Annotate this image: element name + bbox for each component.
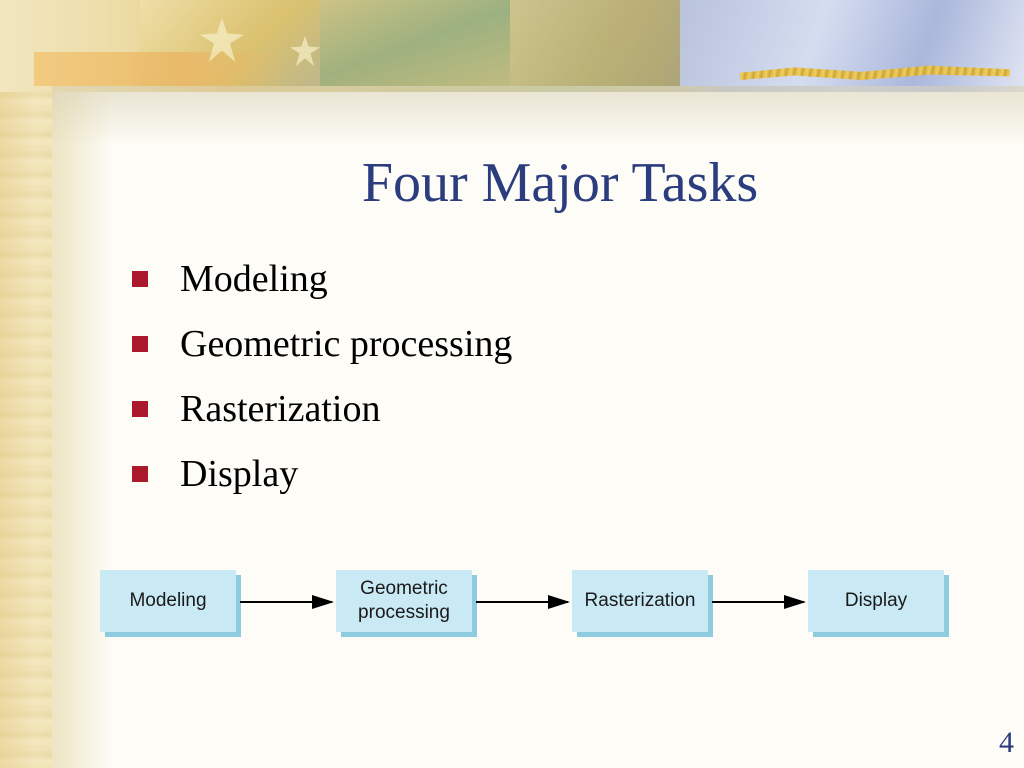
- banner-panel-foliage-2: [510, 0, 680, 86]
- pipeline-box-modeling: Modeling: [100, 570, 236, 632]
- bullet-text: Display: [180, 452, 299, 495]
- square-bullet-icon: [132, 400, 148, 417]
- banner-shadow-fade: [52, 86, 1024, 146]
- pipeline-box-rasterization: Rasterization: [572, 570, 708, 632]
- left-decorative-strip: [0, 0, 52, 768]
- pipeline-box-label: Rasterization: [584, 590, 696, 611]
- pipeline-box-label: Modeling: [129, 590, 207, 611]
- bullet-text: Modeling: [180, 257, 328, 300]
- top-decorative-banner: [0, 0, 1024, 92]
- bullet-text: Rasterization: [180, 387, 381, 430]
- pipeline-arrow: [476, 595, 570, 609]
- pipeline-diagram: Modeling Geometric processing Rasterizat…: [100, 570, 948, 640]
- bullet-list: Modeling Geometric processing Rasterizat…: [132, 246, 512, 506]
- pipeline-arrow: [240, 595, 334, 609]
- square-bullet-icon: [132, 335, 148, 352]
- pipeline-box-label-line2: processing: [358, 602, 450, 623]
- page-number: 4: [999, 726, 1014, 759]
- pipeline-box-display: Display: [808, 570, 944, 632]
- pipeline-arrow: [712, 595, 806, 609]
- bullet-item: Modeling: [132, 246, 512, 311]
- banner-orange-stripe: [34, 52, 284, 86]
- bullet-item: Display: [132, 441, 512, 506]
- bullet-item: Rasterization: [132, 376, 512, 441]
- slide-title: Four Major Tasks: [361, 152, 759, 214]
- square-bullet-icon: [132, 465, 148, 482]
- pipeline-box-label-line1: Geometric: [360, 578, 448, 599]
- bullet-text: Geometric processing: [180, 322, 513, 365]
- pipeline-box-geometric-processing: Geometric processing: [336, 570, 472, 632]
- bullet-item: Geometric processing: [132, 311, 512, 376]
- square-bullet-icon: [132, 270, 148, 287]
- banner-panel-foliage: [320, 0, 510, 86]
- pipeline-box-label: Display: [844, 590, 908, 611]
